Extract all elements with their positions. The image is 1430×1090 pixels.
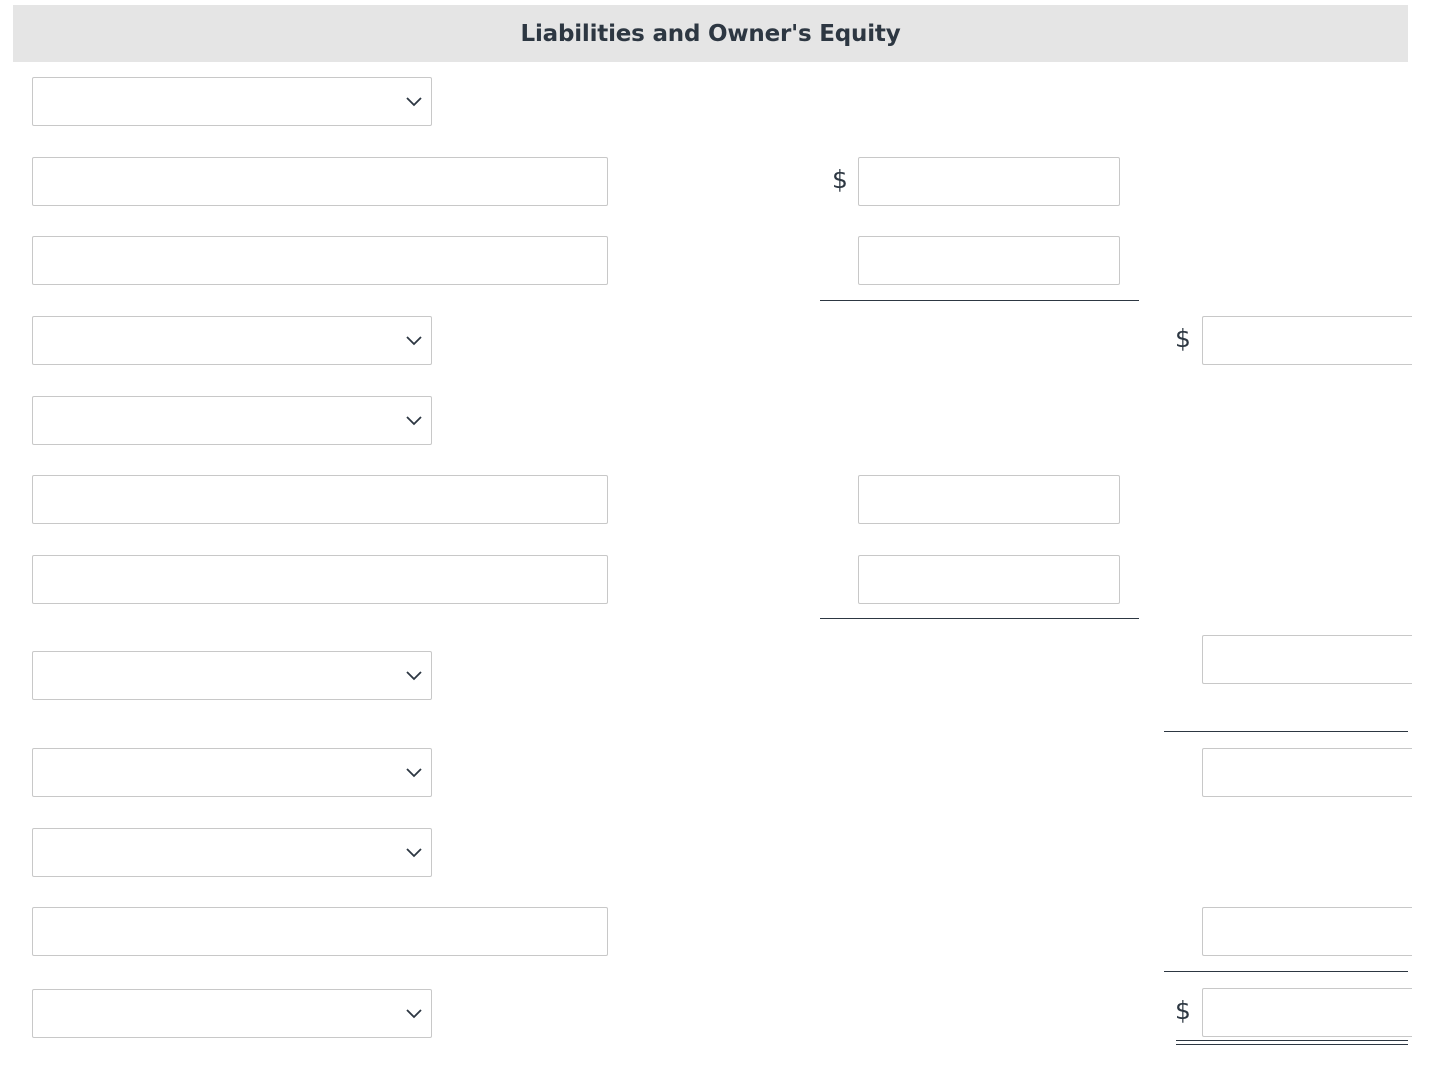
- section-header: Liabilities and Owner's Equity: [13, 5, 1408, 62]
- account-select-2[interactable]: [32, 316, 432, 365]
- chevron-down-icon: [406, 415, 422, 425]
- chevron-down-icon: [406, 335, 422, 345]
- grand-total-input[interactable]: [1202, 988, 1412, 1037]
- account-name-input-3[interactable]: [32, 475, 608, 524]
- amount-input-col2-3[interactable]: [1202, 748, 1412, 797]
- amount-input-col1-4[interactable]: [858, 555, 1120, 604]
- amount-input-col1-2[interactable]: [858, 236, 1120, 285]
- chevron-down-icon: [406, 767, 422, 777]
- account-select-3[interactable]: [32, 396, 432, 445]
- grand-total-double-rule: [1176, 1040, 1408, 1045]
- chevron-down-icon: [406, 96, 422, 106]
- total-rule: [1164, 971, 1408, 972]
- account-select-4[interactable]: [32, 651, 432, 700]
- account-select-6[interactable]: [32, 828, 432, 877]
- chevron-down-icon: [406, 1008, 422, 1018]
- amount-input-col2-4[interactable]: [1202, 907, 1412, 956]
- account-name-input-1[interactable]: [32, 157, 608, 206]
- account-select-7[interactable]: [32, 989, 432, 1038]
- currency-symbol: $: [1175, 996, 1191, 1025]
- amount-input-col2-1[interactable]: [1202, 316, 1412, 365]
- section-title: Liabilities and Owner's Equity: [520, 20, 901, 47]
- chevron-down-icon: [406, 670, 422, 680]
- subtotal-rule: [820, 618, 1139, 619]
- subtotal-rule: [820, 300, 1139, 301]
- amount-input-col2-2[interactable]: [1202, 635, 1412, 684]
- amount-input-col1-3[interactable]: [858, 475, 1120, 524]
- account-name-input-4[interactable]: [32, 555, 608, 604]
- chevron-down-icon: [406, 847, 422, 857]
- account-select-5[interactable]: [32, 748, 432, 797]
- account-name-input-2[interactable]: [32, 236, 608, 285]
- currency-symbol: $: [1175, 324, 1191, 353]
- account-name-input-5[interactable]: [32, 907, 608, 956]
- amount-input-col1-1[interactable]: [858, 157, 1120, 206]
- account-select-1[interactable]: [32, 77, 432, 126]
- currency-symbol: $: [832, 165, 848, 194]
- total-rule: [1164, 731, 1408, 732]
